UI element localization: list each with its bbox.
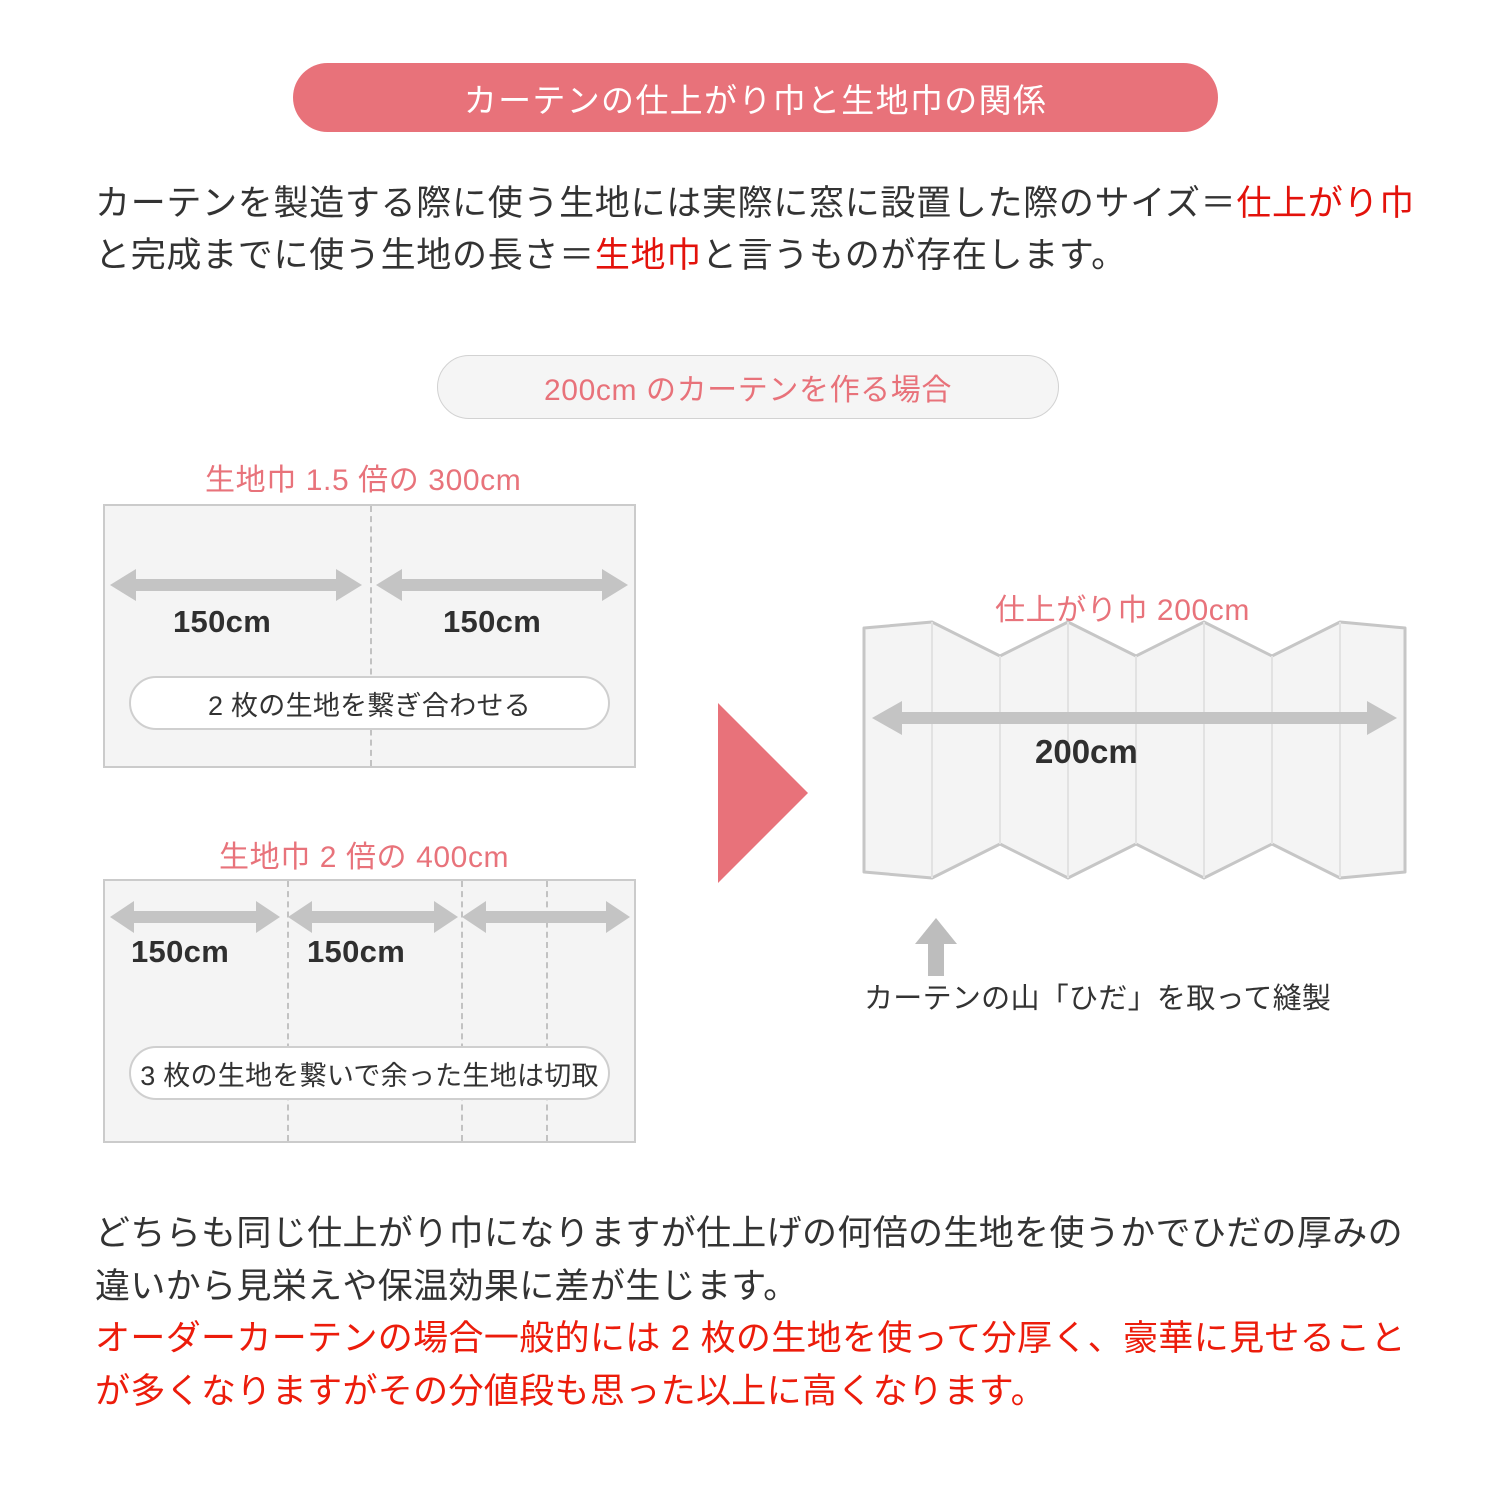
outro-paragraph: どちらも同じ仕上がり巾になりますが仕上げの何倍の生地を使うかでひだの厚みの違いか… [95, 1208, 1425, 1418]
measure-arrow-left-1-5x [110, 569, 362, 601]
outro-paragraph-2: オーダーカーテンの場合一般的には 2 枚の生地を使って分厚く、豪華に見せることが… [95, 1319, 1406, 1411]
intro-highlight-fabric-width: 生地巾 [594, 235, 702, 275]
intro-paragraph: カーテンを製造する際に使う生地には実際に窓に設置した際のサイズ＝仕上がり巾と完成… [95, 178, 1415, 282]
note-pill-1-5x: 2 枚の生地を繋ぎ合わせる [129, 676, 610, 730]
seam-line [287, 881, 289, 1141]
flow-arrow-icon [718, 703, 808, 883]
measure-arrow-1-2x [110, 901, 280, 933]
case-label-text: 200cm のカーテンを作る場合 [544, 374, 952, 407]
measure-arrow-right-1-5x [376, 569, 628, 601]
up-arrow-icon [915, 918, 957, 976]
curtain-dimension-label: 200cm [1035, 733, 1138, 770]
measure-arrow-3-2x [462, 901, 630, 933]
note-pill-2x: 3 枚の生地を繋いで余った生地は切取 [129, 1046, 610, 1100]
diagram-1-5x-heading: 生地巾 1.5 倍の 300cm [205, 464, 522, 497]
measure-arrow-curtain [872, 701, 1397, 735]
segment-label-1: 150cm [131, 934, 230, 969]
curtain-illustration [862, 620, 1407, 885]
intro-part2: と完成までに使う生地の長さ＝ [95, 235, 595, 275]
segment-label-2: 150cm [443, 604, 542, 639]
note-pill-2x-text: 3 枚の生地を繋いで余った生地は切取 [140, 1060, 599, 1091]
cut-line [546, 881, 548, 1141]
intro-part1: カーテンを製造する際に使う生地には実際に窓に設置した際のサイズ＝ [95, 184, 1237, 223]
segment-label-2: 150cm [307, 934, 406, 969]
page-title: カーテンの仕上がり巾と生地巾の関係 [463, 81, 1048, 119]
seam-line [370, 506, 372, 766]
outro-paragraph-1: どちらも同じ仕上がり巾になりますが仕上げの何倍の生地を使うかでひだの厚みの違いか… [95, 1214, 1403, 1306]
diagram-2x-heading: 生地巾 2 倍の 400cm [219, 841, 510, 874]
case-label-pill: 200cm のカーテンを作る場合 [437, 355, 1059, 419]
intro-part3: と言うものが存在します。 [701, 235, 1127, 275]
pleated-curtain-icon [862, 620, 1407, 880]
seam-line [461, 881, 463, 1141]
title-banner: カーテンの仕上がり巾と生地巾の関係 [293, 63, 1218, 132]
curtain-caption: カーテンの山「ひだ」を取って縫製 [864, 983, 1332, 1015]
segment-label-1: 150cm [173, 604, 272, 639]
curtain-heading: 仕上がり巾 200cm [995, 594, 1250, 627]
note-pill-1-5x-text: 2 枚の生地を繋ぎ合わせる [207, 690, 532, 721]
measure-arrow-2-2x [288, 901, 458, 933]
intro-highlight-finished-width: 仕上がり巾 [1236, 184, 1415, 223]
